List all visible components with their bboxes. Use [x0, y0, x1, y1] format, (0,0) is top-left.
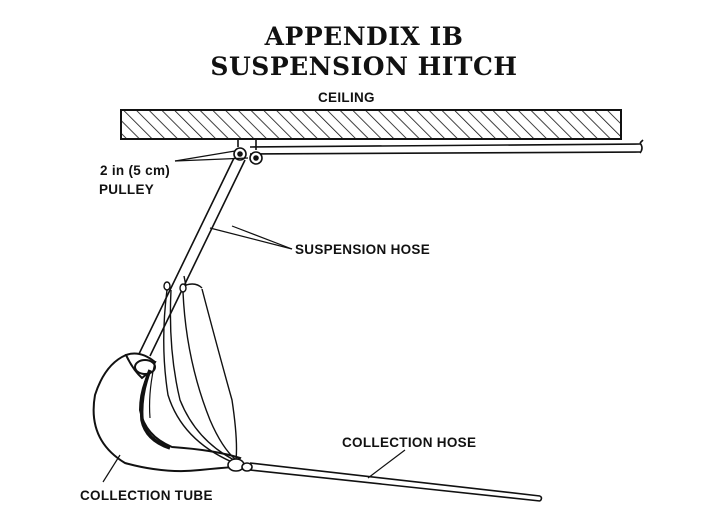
pulley-icon [233, 140, 263, 165]
collection-hose-label: COLLECTION HOSE [342, 435, 477, 450]
suspension-hose [137, 157, 246, 357]
collection-tube [92, 352, 242, 473]
suspension-hose-label: SUSPENSION HOSE [295, 242, 431, 257]
ceiling-label: CEILING [318, 90, 375, 105]
ceiling-hose [249, 139, 644, 155]
ceiling-slab [120, 109, 622, 140]
diagram-title-line1: APPENDIX IB [264, 22, 464, 51]
diagram-title-line2: SUSPENSION HITCH [210, 52, 518, 81]
suspension-cords [163, 288, 238, 463]
callout-leader-lines [102, 449, 406, 483]
collection-hose [249, 462, 543, 502]
collection-tube-label: COLLECTION TUBE [80, 488, 213, 503]
suspension-hose-leader-lines [209, 225, 293, 250]
hose-clamps [163, 275, 203, 293]
pulley-size-label: 2 in (5 cm) [100, 163, 171, 178]
hose-junction [227, 458, 253, 472]
pulley-leader-lines [174, 150, 249, 162]
pulley-label: PULLEY [99, 182, 155, 197]
